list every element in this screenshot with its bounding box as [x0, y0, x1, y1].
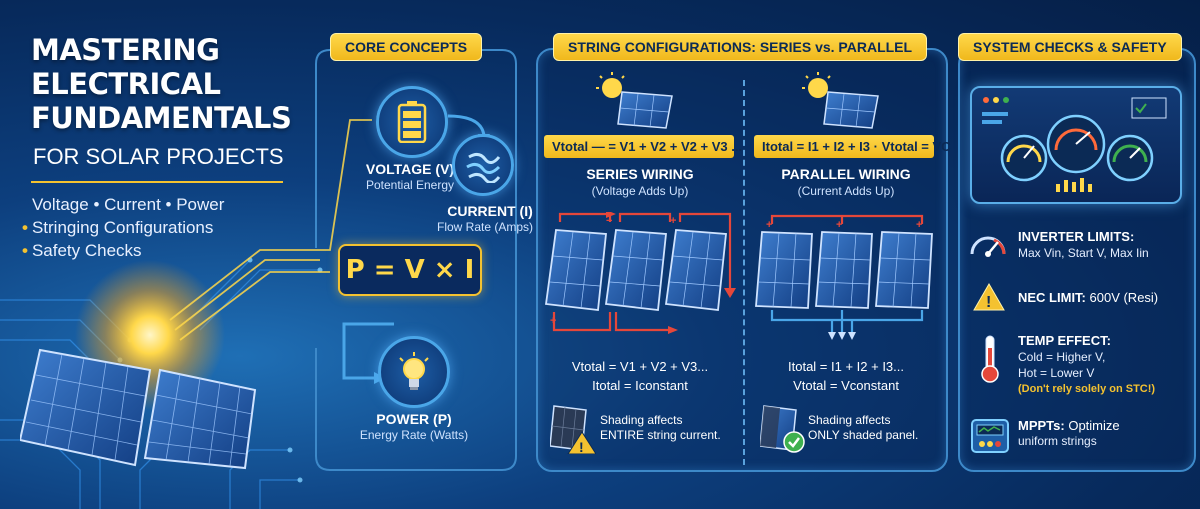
power-title: POWER (P) [376, 411, 452, 427]
inverter-dashboard-illustration [970, 86, 1182, 204]
core-concepts-tag: CORE CONCEPTS [330, 33, 483, 61]
gauge-icon [970, 236, 1006, 257]
current-title: CURRENT (I) [447, 203, 533, 219]
bullet-icon: • [22, 241, 28, 260]
hero-topic-stringing: •Stringing Configurations [22, 218, 214, 237]
svg-text:+: + [550, 315, 556, 327]
series-shading-note: Shading affects ENTIRE string current. [600, 413, 721, 442]
hero-title-line-3: FUNDAMENTALS [31, 101, 292, 135]
hero-divider [31, 181, 283, 183]
svg-text:!: ! [579, 439, 584, 454]
voltage-subtitle: Potential Energy [365, 178, 455, 192]
hero-title-line-1: MASTERING [31, 33, 220, 67]
series-voltage-formula: Vtotal = V1 + V2 + V3... [571, 359, 709, 374]
hero-subtitle: FOR SOLAR PROJECTS [33, 144, 284, 169]
battery-icon [397, 101, 427, 143]
bullet-icon: • [22, 218, 28, 237]
mppt-note: MPPTs: Optimize [1018, 418, 1120, 433]
stc-warning: (Don't rely solely on STC!) [1018, 383, 1156, 395]
thermometer-icon [981, 335, 999, 383]
light-bulb-icon [399, 352, 429, 390]
parallel-shading-ok-icon [760, 405, 805, 453]
parallel-wiring-title: PARALLEL WIRING [781, 166, 911, 182]
mppt-note-line-2: uniform strings [1018, 434, 1097, 448]
current-subtitle: Flow Rate (Amps) [436, 220, 534, 234]
string-configurations-tag: STRING CONFIGURATIONS: SERIES vs. PARALL… [553, 33, 928, 61]
power-formula: P = V × I [338, 244, 482, 296]
current-circle [452, 134, 514, 196]
water-flow-icon [466, 152, 501, 183]
mppt-controller-icon [971, 419, 1009, 453]
series-voltage-equation: Vtotal — = V1 + V2 + V2 + V3 ... [544, 135, 742, 158]
svg-text:−: − [606, 215, 612, 227]
parallel-wiring-subtitle: (Current Adds Up) [797, 184, 895, 198]
parallel-wiring-diagram: + + + [755, 214, 933, 340]
voltage-circle [376, 86, 448, 158]
temp-effect-hot: Hot = Lower V [1018, 366, 1095, 380]
svg-text:+: + [836, 219, 842, 231]
power-circle [378, 336, 450, 408]
parallel-voltage-formula: Vtotal = Vconstant [793, 378, 899, 393]
svg-text:+: + [916, 219, 922, 231]
nec-limit: NEC LIMIT: 600V (Resi) [1018, 290, 1159, 305]
hero-solar-panels [20, 348, 257, 470]
warning-icon: ! [973, 282, 1005, 311]
parallel-shading-note: Shading affects ONLY shaded panel. [808, 413, 919, 442]
series-wiring-title: SERIES WIRING [586, 166, 694, 182]
gauges-icon [982, 97, 1167, 192]
series-parallel-divider [743, 80, 745, 465]
series-shading-warning-icon: ! [550, 405, 596, 454]
parallel-current-formula: Itotal = I1 + I2 + I3... [788, 359, 904, 374]
temp-effect-cold: Cold = Higher V, [1018, 350, 1106, 364]
svg-text:!: ! [986, 294, 991, 311]
svg-text:+: + [766, 219, 772, 231]
temp-effect-title: TEMP EFFECT: [1018, 333, 1111, 348]
series-wiring-diagram: + − + [544, 212, 736, 334]
power-subtitle: Energy Rate (Watts) [359, 428, 469, 442]
voltage-title: VOLTAGE (V) [365, 161, 455, 177]
svg-text:+: + [670, 215, 676, 227]
inverter-limits-title: INVERTER LIMITS: [1018, 229, 1135, 244]
series-current-formula: Itotal = Iconstant [592, 378, 688, 393]
parallel-sun-panel-icon [802, 72, 879, 129]
core-concepts-frame [315, 49, 517, 471]
hero-topic-safety: •Safety Checks [22, 241, 142, 260]
inverter-limits-text: Max Vin, Start V, Max Iin [1018, 246, 1149, 260]
parallel-current-equation: Itotal = I1 + I2 + I3 · Vtotal = VC [754, 135, 951, 158]
series-wiring-subtitle: (Voltage Adds Up) [591, 184, 689, 198]
hero-topic-voltage-current-power: Voltage • Current • Power [32, 195, 225, 214]
hero-title-line-2: ELECTRICAL [31, 67, 221, 101]
series-sun-panel-icon [596, 72, 673, 129]
system-checks-tag: SYSTEM CHECKS & SAFETY [958, 33, 1182, 61]
